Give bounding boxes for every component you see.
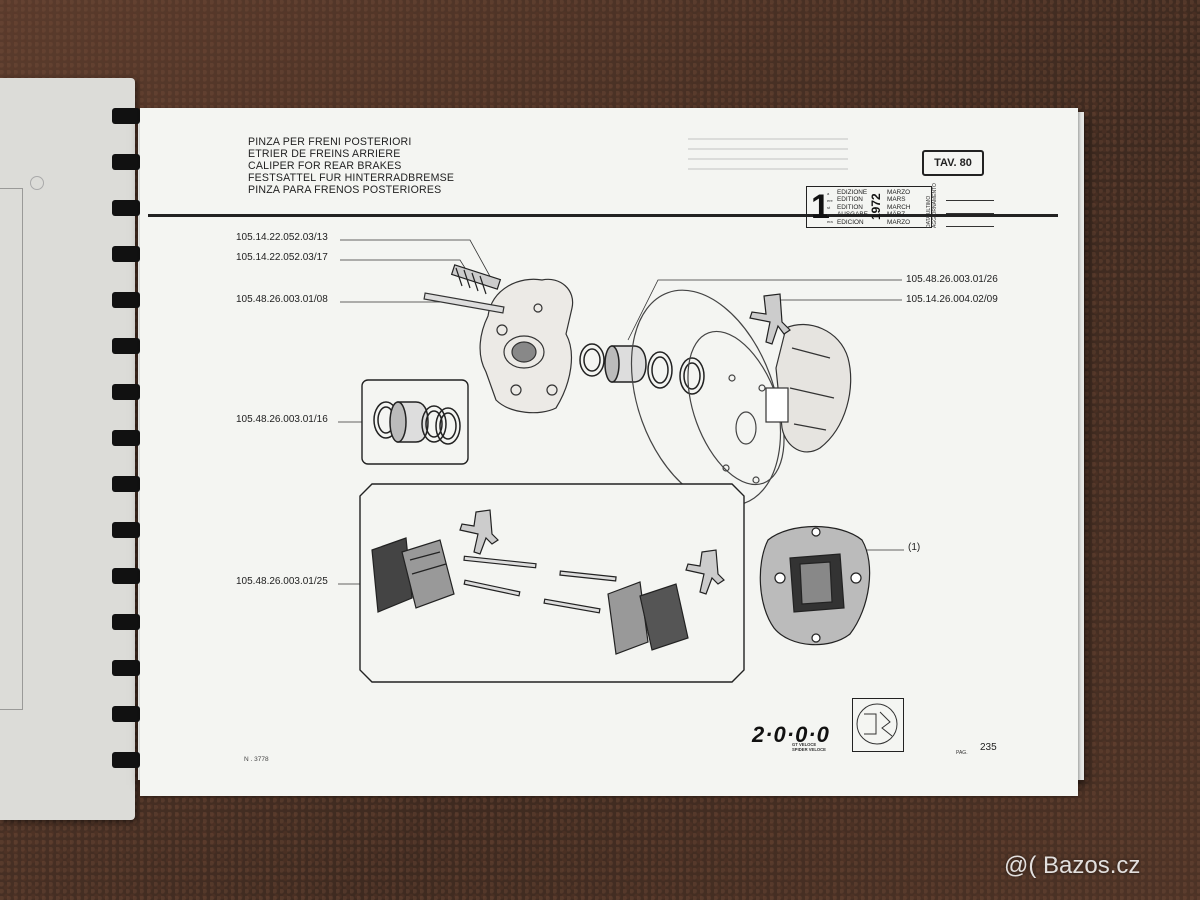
edition-months: MARZO MARS MARCH MÄRZ MARZO: [887, 189, 910, 226]
edition-number: 1: [811, 188, 830, 226]
model-logo: 2·0·0·0: [752, 722, 830, 747]
guide-pin: [423, 292, 505, 314]
alfa-romeo-logo: [852, 698, 904, 752]
inset-pad-kit: [359, 483, 745, 683]
spiral-loop: [112, 706, 140, 722]
catalog-page: PINZA PER FRENI POSTERIORI ETRIER DE FRE…: [140, 108, 1078, 796]
page-title-es: PINZA PARA FRENOS POSTERIORES: [248, 184, 442, 196]
page-title-en: CALIPER FOR REAR BRAKES: [248, 160, 402, 172]
table-label: TAV. 80: [922, 150, 984, 176]
part-number-label: 105.14.22.052.03/13: [236, 232, 328, 243]
spiral-loop: [112, 108, 140, 124]
spiral-loop: [112, 384, 140, 400]
edition-suffix: ere: [827, 198, 833, 203]
caliper-half: [765, 323, 852, 453]
spiral-loop: [112, 752, 140, 768]
part-number-label: 105.48.26.003.01/25: [236, 576, 328, 587]
spiral-loop: [112, 430, 140, 446]
left-page-frame: [0, 188, 23, 710]
page-label: PAG.: [956, 750, 968, 756]
bleed-through-text: [688, 130, 848, 190]
part-number-label: 105.48.26.003.01/08: [236, 294, 328, 305]
page-number: 235: [980, 742, 997, 753]
spiral-loop: [112, 476, 140, 492]
edition-month: MÄRZ: [887, 211, 906, 219]
caliper-body: [479, 278, 574, 414]
spiral-loop: [112, 660, 140, 676]
spiral-binding: [112, 108, 142, 798]
spiral-loop: [112, 246, 140, 262]
spiral-loop: [112, 568, 140, 584]
edition-suffix: e: [827, 212, 830, 217]
edition-month: MARZO: [887, 189, 911, 196]
edition-label: EDIZIONE: [837, 189, 868, 196]
edition-label: EDICION: [837, 218, 864, 226]
header-rule: [148, 214, 1058, 217]
edition-month: MARS: [887, 196, 906, 204]
model-logo-subtitle: GT VELOCE SPIDER VELOCE: [792, 742, 826, 752]
spring-clip: [749, 293, 791, 345]
alfa-emblem-drawing: [856, 703, 898, 745]
part-number-label: 105.14.22.052.03/17: [236, 252, 328, 263]
bleed-screw: [450, 264, 502, 295]
note-marker: (1): [908, 542, 921, 553]
spiral-loop: [112, 292, 140, 308]
spiral-loop: [112, 154, 140, 170]
edition-suffix: era: [827, 219, 833, 224]
part-number-label: 105.14.26.004.02/09: [906, 294, 998, 305]
edition-label: EDITION: [837, 196, 863, 204]
document-number: N . 3778: [244, 756, 269, 763]
page-title-block: PINZA PER FRENI POSTERIORI ETRIER DE FRE…: [248, 136, 454, 196]
model-logo-subtitle-line: GT VELOCE: [792, 742, 817, 747]
inset-seal-kit: [361, 379, 469, 465]
edition-box: 1 a ere st e era EDIZIONE EDITION EDITIO…: [806, 186, 932, 228]
edition-labels: EDIZIONE EDITION EDITION AUSGABE EDICION: [837, 189, 868, 226]
model-logo-subtitle-line: SPIDER VELOCE: [792, 747, 826, 752]
edition-month: MARZO: [887, 218, 911, 226]
part-number-label: 105.48.26.003.01/16: [236, 414, 328, 425]
left-page-hole: [30, 176, 44, 190]
seals-and-piston: [579, 343, 705, 395]
page-title-fr: ETRIER DE FREINS ARRIERE: [248, 148, 401, 160]
watermark: @( Bazos.cz: [1004, 852, 1141, 879]
edition-label: AUSGABE: [837, 211, 868, 219]
edition-suffix: st: [827, 205, 831, 210]
spiral-loop: [112, 200, 140, 216]
part-number-label: 105.48.26.003.01/26: [906, 274, 998, 285]
exploded-view-drawing: [338, 239, 904, 745]
edition-suffix: a: [827, 191, 830, 196]
page-title-de: FESTSATTEL FUR HINTERRADBREMSE: [248, 172, 455, 184]
edition-month: MARCH: [887, 203, 911, 211]
spiral-loop: [112, 338, 140, 354]
assembled-caliper: [759, 526, 871, 646]
spiral-loop: [112, 614, 140, 630]
update-date-lines: [946, 188, 994, 227]
edition-label: EDITION: [837, 203, 863, 211]
page-title-it: PINZA PER FRENI POSTERIORI: [248, 136, 412, 148]
spiral-loop: [112, 522, 140, 538]
